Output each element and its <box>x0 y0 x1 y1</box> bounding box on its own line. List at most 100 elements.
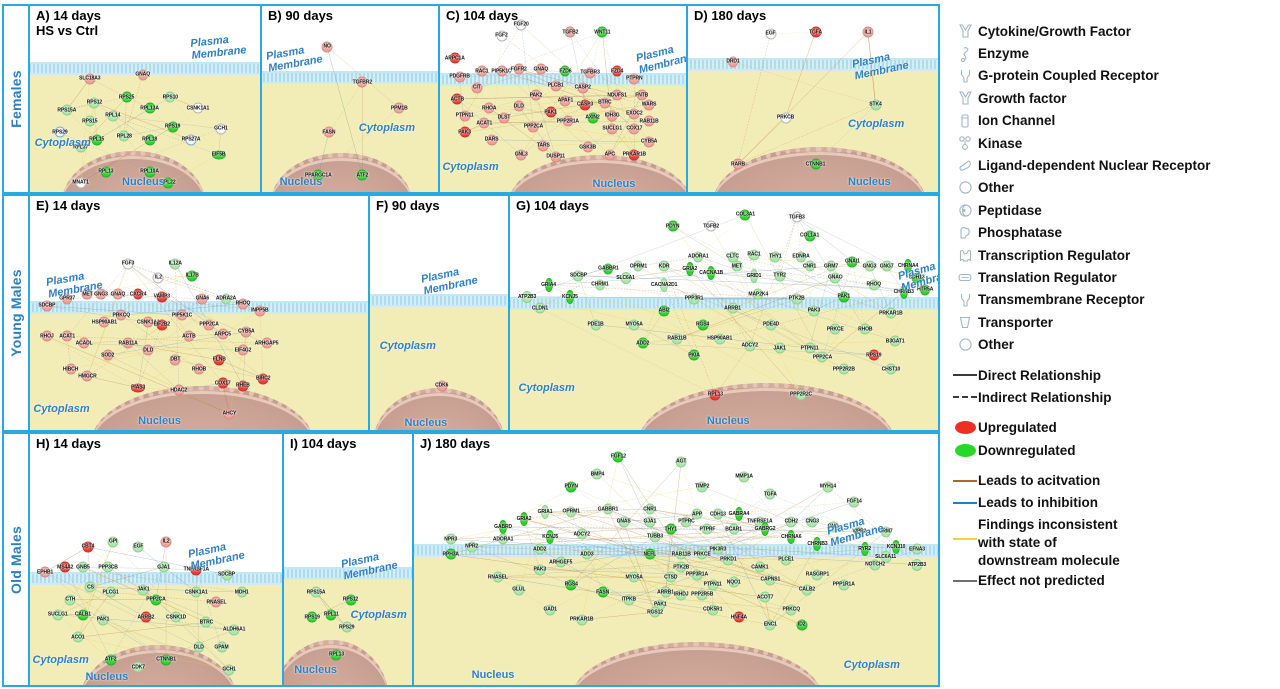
network-node[interactable]: PRKAR1B <box>623 149 646 161</box>
network-node[interactable]: GRM7 <box>824 260 838 272</box>
network-node[interactable]: STK4 <box>869 99 882 111</box>
network-node[interactable]: FZD6 <box>559 65 572 77</box>
network-node[interactable]: CDK7 <box>132 661 145 673</box>
network-node[interactable]: BCAR1 <box>725 523 742 535</box>
network-node[interactable]: FASN <box>322 126 335 138</box>
network-node[interactable]: IL1 <box>862 26 874 38</box>
network-node[interactable]: GNG3 <box>94 288 108 300</box>
network-node[interactable]: IL12A <box>169 258 182 270</box>
network-node[interactable]: KCNJ5 <box>562 289 578 304</box>
network-node[interactable]: ACAT1 <box>476 117 492 129</box>
network-node[interactable]: MYO5A <box>625 571 643 583</box>
network-node[interactable]: CSNK1A1 <box>187 102 209 114</box>
network-node[interactable]: PTPRF <box>699 523 715 535</box>
network-node[interactable]: CYB5A <box>238 326 255 338</box>
network-node[interactable]: ARHGEF5 <box>549 556 572 568</box>
network-node[interactable]: RGS12 <box>647 606 663 618</box>
network-node[interactable]: NEFL <box>643 548 656 560</box>
network-node[interactable]: RPL14 <box>105 110 120 122</box>
network-node[interactable]: RPL13 <box>98 166 114 178</box>
network-node[interactable]: HDAC2 <box>170 384 187 396</box>
network-node[interactable]: RYR2 <box>858 542 871 557</box>
network-node[interactable]: ADRA2A <box>216 293 236 305</box>
network-node[interactable]: GNG <box>828 521 839 533</box>
network-node[interactable]: COX17 <box>215 377 231 389</box>
network-node[interactable]: WNT11 <box>594 26 611 38</box>
network-node[interactable]: SUCLG1 <box>48 609 68 621</box>
network-node[interactable]: GAD1 <box>543 604 557 616</box>
network-node[interactable]: CALB1 <box>75 609 91 621</box>
network-node[interactable]: TGFB2 <box>703 220 719 232</box>
network-node[interactable]: RHOB <box>858 323 873 335</box>
network-node[interactable]: TGFBR2 <box>353 76 372 88</box>
network-node[interactable]: ACTB <box>450 93 464 105</box>
network-node[interactable]: ARRB1 <box>657 586 674 598</box>
network-node[interactable]: ATP2B3 <box>518 290 536 303</box>
network-node[interactable]: PAK1 <box>544 106 557 118</box>
network-node[interactable]: GNAQ <box>111 288 125 300</box>
network-node[interactable]: PIP5K1C <box>491 65 512 77</box>
network-node[interactable]: SOD2 <box>101 349 114 361</box>
network-node[interactable]: RASGRP1 <box>806 569 829 581</box>
network-node[interactable]: THY1 <box>665 523 677 535</box>
network-node[interactable]: ADD2 <box>533 543 546 555</box>
network-node[interactable]: FGF20 <box>514 19 529 31</box>
network-node[interactable]: RHEB <box>236 380 250 392</box>
network-node[interactable]: DLD <box>513 100 525 112</box>
network-node[interactable]: RPL28 <box>117 130 132 142</box>
network-node[interactable]: PRKAR1B <box>879 307 903 319</box>
network-node[interactable]: TNFRSF1A <box>184 564 209 576</box>
network-node[interactable]: JAK1 <box>773 342 786 354</box>
network-node[interactable]: EDNRA <box>792 251 810 263</box>
network-node[interactable]: ATF2 <box>356 169 368 181</box>
network-node[interactable]: HTR5A <box>917 284 933 296</box>
network-node[interactable]: MS4A2 <box>57 561 73 573</box>
network-node[interactable]: GJA1 <box>157 561 170 573</box>
network-node[interactable]: EFNA3 <box>909 543 925 555</box>
network-node[interactable]: CDK6 <box>435 380 448 392</box>
network-node[interactable]: SLC18A3 <box>79 73 101 85</box>
network-node[interactable]: ID2 <box>796 619 808 631</box>
network-node[interactable]: RNASEL <box>488 571 508 583</box>
network-node[interactable]: RPL37 <box>73 141 88 153</box>
network-node[interactable]: B3GAT1 <box>886 335 905 347</box>
network-node[interactable]: DARS <box>485 134 499 146</box>
network-node[interactable]: CDH13 <box>710 508 726 520</box>
network-node[interactable]: ARPC1A <box>445 52 465 64</box>
network-node[interactable]: TUBB3 <box>647 531 663 543</box>
network-node[interactable]: EIF5B <box>211 150 226 160</box>
network-node[interactable]: BTRC <box>598 97 612 109</box>
network-node[interactable]: PAK2 <box>530 89 542 101</box>
network-node[interactable]: JAK1 <box>137 584 150 596</box>
network-node[interactable]: CBT4 <box>82 541 94 553</box>
network-node[interactable]: PPP2CA <box>524 121 543 133</box>
network-node[interactable]: ACO1 <box>71 631 85 643</box>
network-node[interactable]: CTNNB1 <box>806 158 825 170</box>
network-node[interactable]: SDCBP <box>38 300 55 312</box>
network-node[interactable]: MDH1 <box>235 586 249 598</box>
network-node[interactable]: RPS15 <box>82 115 98 127</box>
network-node[interactable]: RPS15A <box>307 586 326 598</box>
network-node[interactable]: INPP5B <box>251 305 269 317</box>
network-node[interactable]: RPL22 <box>160 177 176 189</box>
network-node[interactable]: FGF2 <box>495 30 508 42</box>
network-node[interactable]: PPARGC1A <box>305 169 332 181</box>
network-node[interactable]: PPP2CA <box>146 594 166 606</box>
network-node[interactable]: GNB5 <box>76 561 90 573</box>
network-node[interactable]: KCNJ10 <box>887 539 905 554</box>
network-node[interactable]: GRIA4 <box>541 277 556 292</box>
network-node[interactable]: PPP2R5B <box>691 589 713 601</box>
network-node[interactable]: BMP4 <box>591 468 604 480</box>
network-node[interactable]: DRD1 <box>726 56 740 68</box>
network-node[interactable]: COL1A1 <box>800 230 819 242</box>
network-node[interactable]: PAK3 <box>458 126 471 138</box>
network-node[interactable]: MET <box>81 288 93 300</box>
network-node[interactable]: GNAQ <box>534 63 548 75</box>
network-node[interactable]: GABRD <box>494 519 512 534</box>
network-node[interactable]: PAK3 <box>808 305 820 317</box>
network-node[interactable]: RPL18 <box>142 134 157 146</box>
network-node[interactable]: GNAO <box>828 272 843 284</box>
network-node[interactable]: RHOQ <box>866 279 881 291</box>
